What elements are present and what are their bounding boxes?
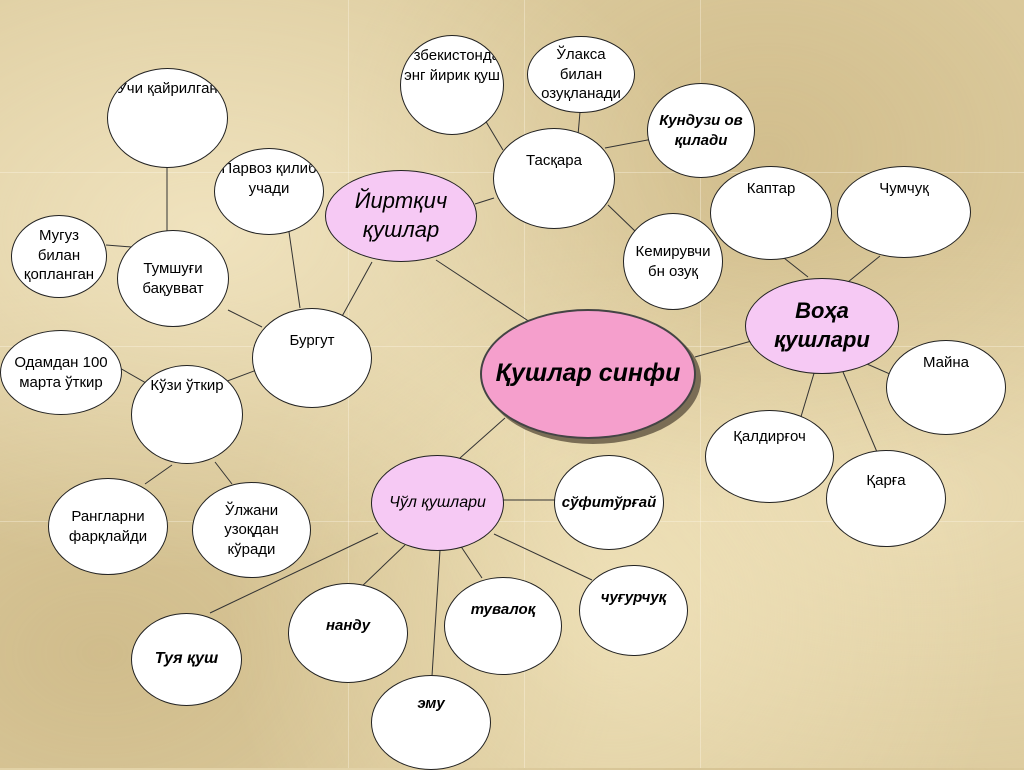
desert-bird-ostrich: Туя қуш <box>131 613 242 706</box>
tascara-fact-rodents: Кемирувчи бн озуқ <box>623 213 723 310</box>
link-burgut-flight <box>287 224 301 309</box>
air-bird-crow: Қарға <box>826 450 946 547</box>
tascara-fact-daytime: Кундузи ов қилади <box>647 83 755 178</box>
desert-bird-chugurchuq: чуғурчуқ <box>579 565 688 656</box>
air-bird-swallow: Қалдирғоч <box>705 410 834 503</box>
link-desert-tuvaloq <box>459 544 483 579</box>
eye-fact-human: Одамдан 100 марта ўткир <box>0 330 122 415</box>
desert-bird-nandu: нанду <box>288 583 408 683</box>
desert-bird-sufi: сўфитўрғай <box>554 455 664 550</box>
tascara-fact-largest: Ўзбекистонда энг йирик қуш <box>400 35 504 135</box>
burgut-fact-eye: Кўзи ўткир <box>131 365 243 464</box>
link-center-prey <box>435 259 531 323</box>
link-air-sparrow <box>847 255 881 283</box>
link-prey-tascara <box>474 197 495 205</box>
eye-fact-prey: Ўлжани узоқдан кўради <box>192 482 311 578</box>
link-desert-ostrich <box>209 532 379 614</box>
link-desert-chugurchuq <box>493 533 593 581</box>
link-eye-colors <box>144 464 173 485</box>
link-air-myna <box>866 363 891 375</box>
link-tascara-largest <box>484 119 504 151</box>
air-birds-node: Воҳа қушлари <box>745 278 899 374</box>
link-air-swallow <box>799 369 816 421</box>
link-prey-burgut <box>339 261 373 321</box>
burgut-fact-beak: Тумшуғи бақувват <box>117 230 229 327</box>
burgut-node: Бургут <box>252 308 372 408</box>
air-bird-myna: Майна <box>886 340 1006 435</box>
link-eye-prey <box>214 461 233 485</box>
link-tascara-rodents <box>607 204 637 233</box>
tascara-label: Тасқара <box>526 152 582 169</box>
link-air-pigeon <box>783 257 809 278</box>
texture-seam <box>0 521 1024 522</box>
desert-bird-tuvaloq: тувалоқ <box>444 577 562 675</box>
link-desert-nandu <box>357 544 406 591</box>
birds-of-prey-label: Йиртқич қушлар <box>354 188 448 242</box>
link-center-desert <box>459 417 506 459</box>
link-air-crow <box>842 371 878 453</box>
desert-birds-node: Чўл қушлари <box>371 455 504 551</box>
texture-seam <box>700 0 701 768</box>
link-eye-human <box>117 366 147 384</box>
beak-fact-hooked: Учи қайрилган <box>107 68 228 168</box>
air-bird-pigeon: Каптар <box>710 166 832 260</box>
desert-bird-emu: эму <box>371 675 491 770</box>
air-birds-label: Воҳа қушлари <box>774 298 870 352</box>
tascara-node: Тасқара <box>493 128 615 229</box>
air-bird-sparrow: Чумчуқ <box>837 166 971 258</box>
burgut-fact-flight: Парвоз қилиб учади <box>214 148 324 235</box>
link-center-air <box>694 339 756 358</box>
center-label: Қушлар синфи <box>495 359 681 388</box>
burgut-label: Бургут <box>289 332 335 349</box>
link-burgut-beak <box>227 309 263 328</box>
birds-of-prey-node: Йиртқич қушлар <box>325 170 477 262</box>
center-node: Қушлар синфи <box>480 309 696 439</box>
tascara-fact-carrion: Ўлакса билан озуқланади <box>527 36 635 113</box>
desert-birds-label: Чўл қушлари <box>389 493 486 511</box>
eye-fact-colors: Рангларни фарқлайди <box>48 478 168 575</box>
link-desert-emu <box>431 549 441 677</box>
beak-fact-horn: Мугуз билан қопланган <box>11 215 107 298</box>
link-beak-horn <box>105 244 133 248</box>
